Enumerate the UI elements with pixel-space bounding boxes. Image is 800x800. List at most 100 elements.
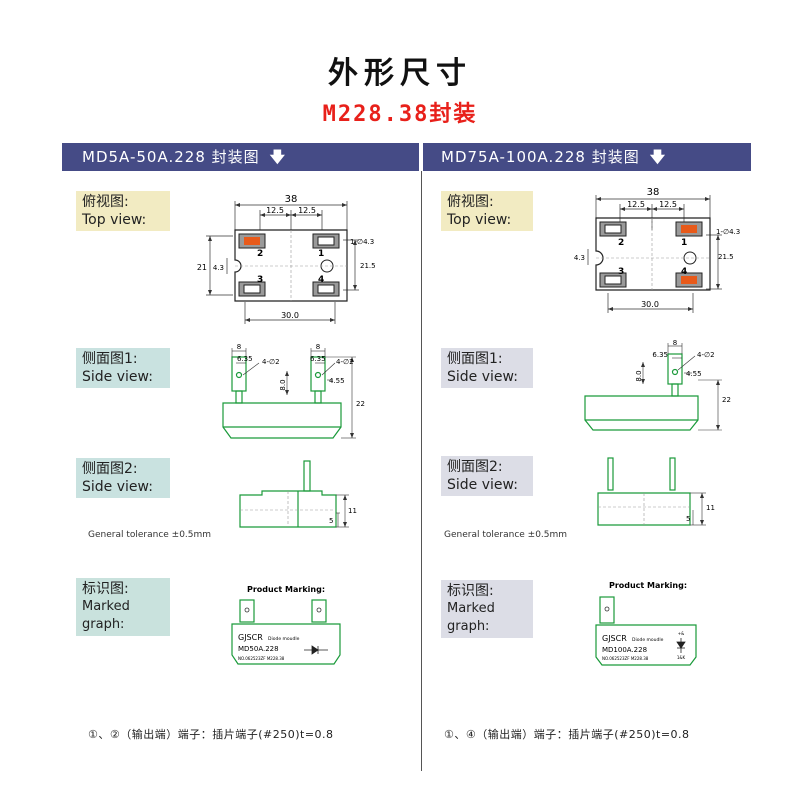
left-side2-label-cn: 侧面图2:: [82, 461, 138, 477]
marking-sym-bot: 1&K: [677, 655, 686, 660]
right-mark-label-cn: 标识图:: [447, 583, 494, 599]
dim-6-35: 6.35: [237, 355, 253, 363]
dim-30: 30.0: [641, 300, 659, 309]
dim-11: 11: [348, 507, 357, 515]
left-marking-drawing: Product Marking: GJSCR Diode moudle MD50…: [231, 585, 341, 665]
page-subtitle: M228.38封装: [322, 102, 478, 127]
right-tolerance: General tolerance ±0.5mm: [444, 530, 568, 540]
dim-hole: 1-∅4.3: [350, 238, 374, 246]
dim-12-5-a: 12.5: [627, 200, 645, 209]
dim-5: 5: [686, 515, 690, 523]
left-side1-label: 侧面图1: Side view:: [76, 348, 170, 388]
right-side1-drawing: 8 6.35 4-∅2 8.0 4.55 22: [584, 339, 731, 431]
page-title: 外形尺寸: [328, 56, 472, 91]
left-top-view-label: 俯视图: Top view:: [76, 191, 170, 231]
dim-4-3: 4.3: [213, 264, 224, 272]
dim-21-5: 21.5: [718, 253, 734, 261]
left-side2-label: 侧面图2: Side view:: [76, 458, 170, 498]
right-side2-label-cn: 侧面图2:: [447, 459, 503, 475]
marking-type: Diode moudle: [632, 637, 664, 643]
right-note: ①、④（输出端）端子：插片端子(#250)t=0.8: [444, 728, 690, 741]
down-arrow-icon: 🡇: [269, 148, 287, 166]
dim-21-5: 21.5: [360, 262, 376, 270]
right-bar-title: MD75A-100A.228 封装图: [441, 148, 640, 166]
pin-label: 3: [618, 267, 624, 277]
dim-hole: 1-∅4.3: [716, 228, 740, 236]
right-mark-label: 标识图: Marked graph:: [441, 580, 533, 638]
pin-label: 1: [681, 238, 687, 248]
marking-serial: NO.062523ZF M228.38: [602, 656, 649, 661]
left-mark-label: 标识图: Marked graph:: [76, 578, 170, 636]
dim-8-0: 8.0: [635, 370, 643, 381]
marking-type: Diode moudle: [268, 636, 300, 642]
pin-label: 1: [318, 249, 324, 259]
left-top-label-en: Top view:: [82, 212, 147, 228]
left-mark-label-cn: 标识图:: [82, 581, 129, 597]
right-side1-label-cn: 侧面图1:: [447, 351, 503, 367]
left-top-label-cn: 俯视图:: [82, 194, 129, 210]
marking-heading: Product Marking:: [609, 581, 687, 590]
dim-8: 8: [673, 339, 677, 347]
dim-21: 21: [197, 263, 207, 272]
right-top-label-en: Top view:: [447, 212, 512, 228]
right-mark-label-en: Marked graph:: [447, 601, 495, 634]
pin-label: 2: [257, 249, 263, 259]
left-side2-drawing: 11 5: [239, 460, 357, 528]
dim-38: 38: [647, 187, 660, 198]
right-top-view-drawing: 38 12.5 12.5 4.3 21.5 1-∅4.3 30.0 2 1 3 …: [574, 187, 740, 313]
marking-model: MD50A.228: [238, 645, 279, 653]
left-bar-title: MD5A-50A.228 封装图: [82, 148, 260, 166]
pin-label: 3: [257, 275, 263, 285]
dim-4-55: 4.55: [686, 370, 702, 378]
dim-6-35: 6.35: [652, 351, 668, 359]
right-side2-label: 侧面图2: Side view:: [441, 456, 533, 496]
left-section-bar: MD5A-50A.228 封装图 🡇: [62, 143, 419, 171]
dim-hole-2: 4-∅2: [697, 351, 715, 359]
left-side1-label-en: Side view:: [82, 369, 153, 385]
down-arrow-icon: 🡇: [649, 148, 667, 166]
marking-sym-top: +&: [678, 631, 684, 636]
dim-8: 8: [316, 343, 320, 351]
diode-icon: [304, 645, 328, 655]
marking-brand: GJSCR: [238, 633, 263, 642]
marking-brand: GJSCR: [602, 634, 627, 643]
right-top-label-cn: 俯视图:: [447, 194, 494, 210]
marking-heading: Product Marking:: [247, 585, 325, 594]
column-divider: [421, 171, 422, 771]
dim-22: 22: [722, 396, 731, 404]
left-top-view-drawing: 38 12.5 12.5 21 4.3 21.5 1-∅4.3 30.0 2 1…: [197, 194, 376, 324]
left-side1-drawing: 8 8 6.35 6.35 4-∅2 4-∅2 8.0 4.55 22: [222, 343, 365, 439]
pin-label: 2: [618, 238, 624, 248]
dim-38: 38: [285, 194, 298, 205]
right-side2-label-en: Side view:: [447, 477, 518, 493]
dim-11: 11: [706, 504, 715, 512]
right-section-bar: MD75A-100A.228 封装图 🡇: [423, 143, 751, 171]
dim-hole-2: 4-∅2: [336, 358, 354, 366]
dim-12-5-b: 12.5: [659, 200, 677, 209]
left-mark-label-en: Marked graph:: [82, 599, 130, 632]
pin-label: 4: [681, 267, 687, 277]
right-marking-drawing: Product Marking: GJSCR Diode moudle MD10…: [595, 581, 697, 666]
dim-hole-2: 4-∅2: [262, 358, 280, 366]
left-side2-label-en: Side view:: [82, 479, 153, 495]
marking-serial: NO.062523ZF M228.38: [238, 656, 285, 661]
dim-8: 8: [237, 343, 241, 351]
dim-30: 30.0: [281, 311, 299, 320]
right-top-view-label: 俯视图: Top view:: [441, 191, 533, 231]
right-side1-label-en: Side view:: [447, 369, 518, 385]
diode-icon: [676, 638, 686, 653]
dim-22: 22: [356, 400, 365, 408]
right-side2-drawing: 11 5: [597, 457, 715, 526]
dim-8-0: 8.0: [279, 379, 287, 390]
right-side1-label: 侧面图1: Side view:: [441, 348, 533, 388]
dim-12-5-b: 12.5: [298, 206, 316, 215]
left-tolerance: General tolerance ±0.5mm: [88, 530, 212, 540]
marking-model: MD100A.228: [602, 646, 647, 654]
dim-4-3: 4.3: [574, 254, 585, 262]
dim-6-35: 6.35: [310, 355, 326, 363]
dim-12-5-a: 12.5: [266, 206, 284, 215]
left-side1-label-cn: 侧面图1:: [82, 351, 138, 367]
left-note: ①、②（输出端）端子：插片端子(#250)t=0.8: [88, 728, 334, 741]
dim-4-55: 4.55: [329, 377, 345, 385]
dim-5: 5: [329, 517, 333, 525]
